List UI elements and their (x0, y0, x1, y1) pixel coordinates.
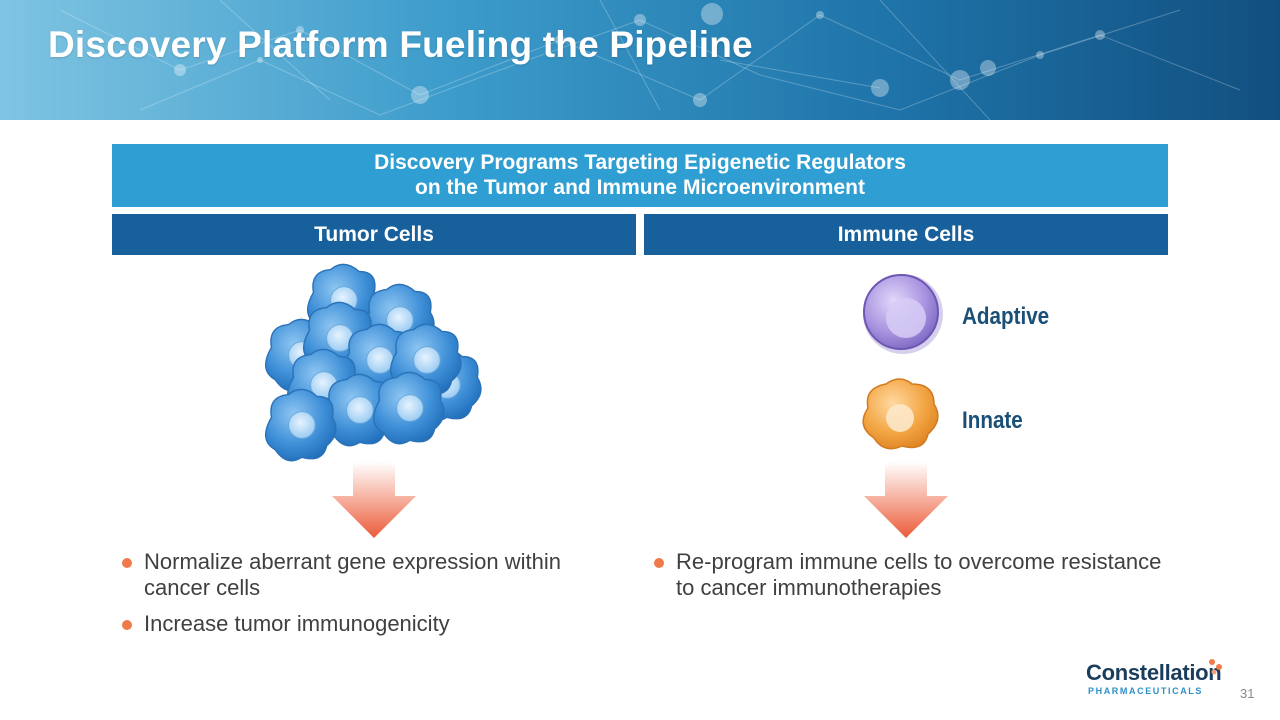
tumor-cells-header: Tumor Cells (112, 214, 636, 255)
innate-label: Innate (962, 407, 1023, 434)
bullet-item: Re-program immune cells to overcome resi… (644, 549, 1164, 601)
header-banner: Discovery Platform Fueling the Pipeline (0, 0, 1280, 120)
logo-name: Constellation (1086, 660, 1222, 685)
tumor-cell-cluster (264, 263, 482, 462)
page-number: 31 (1240, 686, 1255, 701)
bullet-text: Normalize aberrant gene expression withi… (144, 549, 561, 600)
adaptive-cell (863, 274, 943, 354)
bullet-dot-icon (122, 558, 132, 568)
bullet-text: Increase tumor immunogenicity (144, 611, 450, 636)
adaptive-label: Adaptive (962, 303, 1050, 330)
bullet-text: Re-program immune cells to overcome resi… (676, 549, 1162, 600)
page-title: Discovery Platform Fueling the Pipeline (48, 24, 753, 65)
banner-line-1: Discovery Programs Targeting Epigenetic … (374, 151, 906, 174)
logo-orbit-icon (1209, 659, 1222, 675)
immune-cells-header: Immune Cells (644, 214, 1168, 255)
bullet-item: Normalize aberrant gene expression withi… (112, 549, 632, 601)
constellation-logo: Constellation PHARMACEUTICALS (1086, 656, 1226, 696)
immune-arrow (864, 462, 948, 538)
bullet-item: Increase tumor immunogenicity (112, 611, 632, 637)
network-background (59, 0, 1241, 120)
innate-cell (862, 378, 939, 450)
logo-subtitle: PHARMACEUTICALS (1088, 686, 1203, 696)
tumor-arrow (332, 462, 416, 538)
banner-line-2: on the Tumor and Immune Microenvironment (415, 176, 865, 199)
immune-bullets: Re-program immune cells to overcome resi… (644, 549, 1164, 611)
programs-banner: Discovery Programs Targeting Epigenetic … (112, 144, 1168, 207)
bullet-dot-icon (122, 620, 132, 630)
tumor-bullets: Normalize aberrant gene expression withi… (112, 549, 632, 647)
bullet-dot-icon (654, 558, 664, 568)
